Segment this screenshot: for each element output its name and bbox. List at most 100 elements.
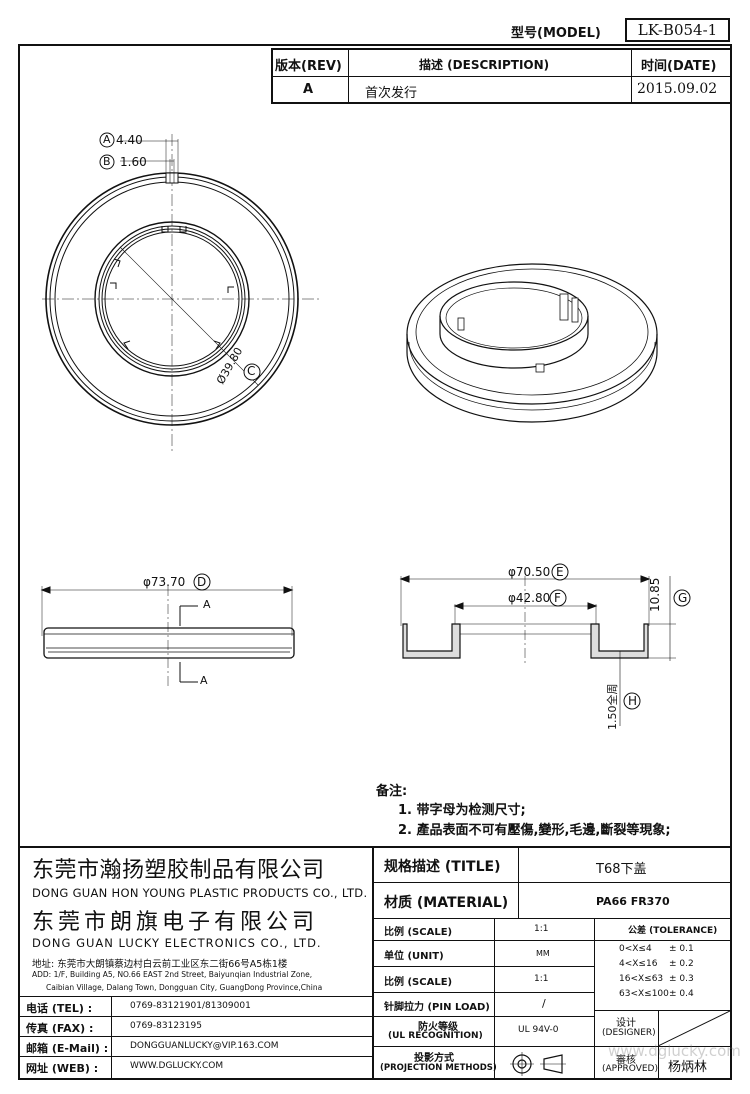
bubble-b-letter: B bbox=[103, 155, 111, 168]
web-label: 网址 (WEB) : bbox=[26, 1062, 99, 1075]
email-label: 邮箱 (E-Mail) : bbox=[26, 1042, 109, 1055]
bubble-c-letter: C bbox=[247, 364, 256, 378]
designer-label-1: 设计 bbox=[616, 1018, 636, 1029]
inner-tab-2 bbox=[179, 226, 187, 233]
ul-label-1: 防火等级 bbox=[418, 1022, 458, 1033]
bubble-b bbox=[99, 154, 115, 170]
desc-header: 描述 (DESCRIPTION) bbox=[419, 58, 550, 72]
tol-value-4: ± 0.4 bbox=[669, 989, 694, 999]
section-right bbox=[590, 623, 649, 659]
bubble-a-letter: A bbox=[103, 133, 111, 146]
bubble-d-letter: D bbox=[197, 575, 207, 589]
revision-table: 版本(REV) 描述 (DESCRIPTION) 时间(DATE) A 首次发行… bbox=[271, 48, 730, 104]
web-value: WWW.DGLUCKY.COM bbox=[130, 1061, 224, 1071]
inner-tab-4 bbox=[110, 282, 117, 289]
title-value: T68下盖 bbox=[596, 862, 647, 877]
address-en-1: ADD: 1/F, Building A5, NO.66 EAST 2nd St… bbox=[32, 970, 313, 979]
address-cn: 地址: 东莞市大朗镇蔡边村白云前工业区东二街66号A5栋1楼 bbox=[32, 959, 288, 970]
pin-value: / bbox=[542, 997, 546, 1010]
bubble-f-letter: F bbox=[554, 591, 561, 605]
tol-value-1: ± 0.1 bbox=[669, 944, 694, 954]
iso-top-outer bbox=[406, 263, 658, 405]
callouts bbox=[99, 132, 691, 710]
material-value: PA66 FR370 bbox=[596, 895, 670, 908]
tol-value-2: ± 0.2 bbox=[669, 959, 694, 969]
scale-value-1: 1:1 bbox=[534, 924, 549, 934]
bubble-g-letter: G bbox=[678, 591, 688, 605]
dim-d-value: φ73.70 bbox=[143, 575, 186, 589]
inner-ring-3 bbox=[101, 228, 243, 370]
dim-f-value: φ42.80 bbox=[508, 591, 551, 605]
iso-hub-side bbox=[439, 316, 589, 369]
drawing-frame bbox=[18, 44, 732, 1080]
tel-value: 0769-83121901/81309001 bbox=[130, 1001, 251, 1011]
model-label: 型号(MODEL) bbox=[511, 26, 601, 41]
watermark: www.dglucky.com bbox=[608, 1042, 741, 1060]
front-view bbox=[40, 586, 295, 686]
dim-a-value: 4.40 bbox=[116, 133, 143, 147]
bubble-e-letter: E bbox=[556, 565, 564, 579]
title-label: 规格描述 (TITLE) bbox=[384, 859, 501, 875]
company-en-1: DONG GUAN HON YOUNG PLASTIC PRODUCTS CO.… bbox=[32, 886, 368, 900]
front-body bbox=[43, 627, 295, 659]
iso-top-inner bbox=[415, 268, 649, 396]
dim-e-value: φ70.50 bbox=[508, 565, 551, 579]
top-view bbox=[42, 134, 322, 454]
iso-side bbox=[406, 334, 658, 423]
note-2: 2. 產品表面不可有壓傷,變形,毛邊,斷裂等現象; bbox=[398, 823, 671, 838]
proj-label-2: (PROJECTION METHODS) bbox=[380, 1063, 497, 1073]
tolerance-label: 公差 (TOLERANCE) bbox=[628, 926, 718, 936]
scale-label-2: 比例 (SCALE) bbox=[384, 977, 453, 988]
model-value: LK-B054-1 bbox=[637, 21, 718, 39]
date-header: 时间(DATE) bbox=[641, 59, 717, 74]
inner-ring-2 bbox=[98, 225, 246, 373]
company-cn-2: 东莞市朗旗电子有限公司 bbox=[32, 910, 319, 935]
bubble-f bbox=[549, 589, 567, 607]
bubble-h bbox=[623, 692, 641, 710]
bubble-d bbox=[193, 573, 211, 591]
scale-label-1: 比例 (SCALE) bbox=[384, 927, 453, 938]
title-block: 东莞市瀚扬塑胶制品有限公司 DONG GUAN HON YOUNG PLASTI… bbox=[18, 846, 741, 1080]
tol-value-3: ± 0.3 bbox=[669, 974, 694, 984]
material-label: 材质 (MATERIAL) bbox=[384, 895, 509, 911]
address-en-2: Caibian Village, Dalang Town, Dongguan C… bbox=[46, 983, 323, 992]
tol-range-1: 0<X≤4 bbox=[619, 944, 652, 954]
section-view bbox=[399, 575, 676, 726]
inner-tab-6 bbox=[123, 340, 131, 350]
approver-name: 杨炳林 bbox=[668, 1060, 708, 1075]
fax-label: 传真 (FAX) : bbox=[26, 1022, 94, 1035]
bubble-g bbox=[673, 589, 691, 607]
unit-label: 单位 (UNIT) bbox=[384, 951, 444, 962]
section-label-top: A bbox=[203, 598, 211, 611]
bubble-h-letter: H bbox=[628, 694, 638, 708]
company-cn-1: 东莞市瀚扬塑胶制品有限公司 bbox=[32, 858, 325, 883]
notch-top bbox=[165, 172, 179, 184]
approved-label-1: 審核 bbox=[616, 1055, 636, 1066]
company-en-2: DONG GUAN LUCKY ELECTRONICS CO., LTD. bbox=[32, 936, 322, 950]
scale-value-2: 1:1 bbox=[534, 974, 549, 984]
inner-tab-7 bbox=[213, 340, 221, 350]
projection-symbol-icon bbox=[510, 1052, 566, 1076]
inner-ring-1 bbox=[94, 221, 250, 377]
iso-view bbox=[406, 263, 658, 423]
section-label-bottom: A bbox=[200, 674, 208, 687]
tol-range-2: 4<X≤16 bbox=[619, 959, 658, 969]
description-value: 首次发行 bbox=[365, 86, 418, 101]
note-1: 1. 带字母为检测尺寸; bbox=[398, 803, 526, 818]
inner-tab-3 bbox=[113, 258, 121, 268]
unit-value: MM bbox=[536, 949, 550, 958]
date-value: 2015.09.02 bbox=[637, 81, 718, 97]
rev-value: A bbox=[303, 82, 314, 97]
drawing-area bbox=[40, 132, 691, 726]
bubble-c bbox=[243, 363, 261, 381]
rev-header: 版本(REV) bbox=[275, 59, 342, 74]
tol-range-4: 63<X≤100 bbox=[619, 989, 669, 999]
dim-g-value: 10.85 bbox=[648, 577, 662, 612]
dim-c-line bbox=[119, 246, 259, 386]
proj-label-1: 投影方式 bbox=[414, 1053, 454, 1064]
bubble-e bbox=[551, 563, 569, 581]
designer-slash bbox=[658, 1010, 732, 1046]
dim-b-value: 1.60 bbox=[120, 155, 147, 169]
email-value: DONGGUANLUCKY@VIP.163.COM bbox=[130, 1041, 279, 1051]
notes-title: 备注: bbox=[376, 784, 408, 799]
